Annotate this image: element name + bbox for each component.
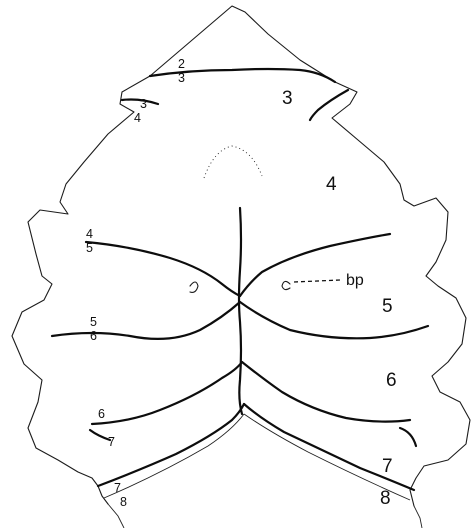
plate-label-8: 8 xyxy=(380,488,391,509)
plate-label-3: 3 xyxy=(282,88,293,109)
suture-label-3-lower: 4 xyxy=(134,111,141,125)
suture-label-3-upper: 3 xyxy=(140,97,147,111)
left-outline xyxy=(12,76,150,504)
suture-3-4 xyxy=(122,90,348,120)
right-edge-hook xyxy=(400,428,416,446)
suture-label-4-lower: 5 xyxy=(86,241,93,255)
plate-label-6: 6 xyxy=(386,370,397,391)
right-outline xyxy=(332,82,470,506)
tail-line-right xyxy=(414,506,422,528)
plate-label-5: 5 xyxy=(382,296,393,317)
suture-label-2-lower: 3 xyxy=(178,71,185,85)
suture-label-6-upper: 6 xyxy=(98,407,105,421)
suture-label-5-lower: 6 xyxy=(90,329,97,343)
suture-label-7-lower: 8 xyxy=(120,495,127,509)
suture-label-5-upper: 5 xyxy=(90,315,97,329)
left-edge-hook xyxy=(90,430,110,440)
suture-label-4-upper: 4 xyxy=(86,227,93,241)
suture-label-7-upper: 7 xyxy=(114,481,121,495)
plate-label-7: 7 xyxy=(382,456,393,477)
bp-label: bp xyxy=(346,272,364,289)
suture-label-6-lower: 7 xyxy=(108,435,115,449)
plate-label-4: 4 xyxy=(326,174,337,195)
suture-label-2-upper: 2 xyxy=(178,57,185,71)
